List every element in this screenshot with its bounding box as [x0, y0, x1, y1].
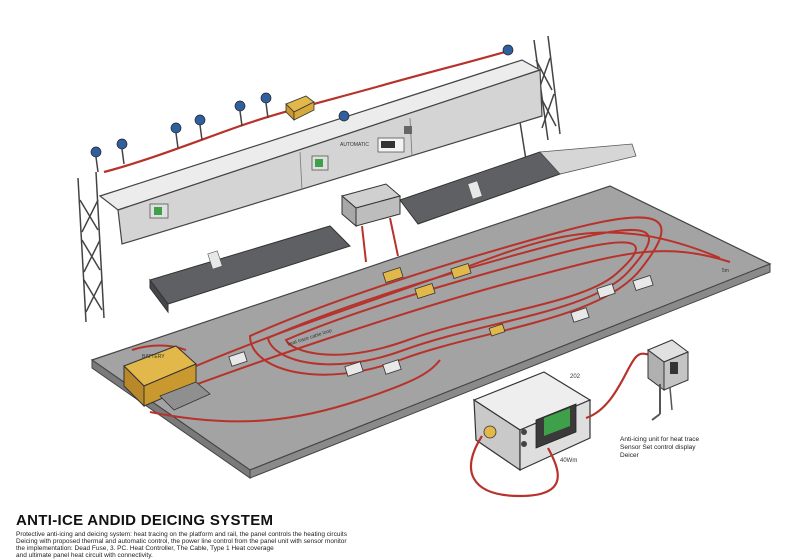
description-line: Protective anti-icing and deicing system…: [16, 531, 347, 538]
valve-knob: [90, 146, 102, 173]
power-adapter: [647, 339, 689, 421]
valve-knob: [234, 100, 246, 127]
callout-line: Deicer: [620, 452, 639, 459]
callout-line: Sensor Set control display: [620, 444, 696, 451]
platform-marker-label: 5m: [722, 268, 729, 274]
panel-label-automatic: AUTOMATIC: [340, 142, 369, 148]
valve-row: [90, 44, 514, 173]
controller-id-label: 202: [570, 374, 581, 380]
junction-box-grey: [344, 361, 364, 377]
valve-knob: [170, 122, 182, 149]
junction-box-yellow: [450, 262, 472, 280]
cable-length-label: 40Wm: [560, 458, 577, 464]
platform-junction-boxes: [228, 262, 654, 377]
description-line: and ultimate panel heat circuit with con…: [16, 552, 153, 559]
battery-box: BATTERY: [123, 345, 211, 411]
valve-knob: [260, 92, 272, 119]
junction-box-yellow: [414, 282, 436, 300]
junction-box-grey: [632, 274, 654, 292]
junction-box-grey: [382, 359, 402, 375]
valve-knob: [502, 44, 514, 56]
overhead-beam: [98, 59, 543, 245]
description-line: Deicing with proposed thermal and automa…: [16, 538, 347, 545]
diagram-title: ANTI-ICE ANDID DEICING SYSTEM: [16, 512, 274, 529]
junction-box-yellow: [382, 266, 404, 284]
central-heater-unit: [340, 183, 402, 263]
junction-box-grey: [596, 283, 616, 299]
battery-label: BATTERY: [142, 354, 165, 360]
beam-control-panel: AUTOMATIC: [149, 126, 412, 219]
junction-box-grey: [570, 307, 590, 323]
beam-junction-box: [285, 95, 315, 121]
description-line: the implementation: Dead Fuse, 3. PC. He…: [16, 545, 274, 552]
controller-cables: [469, 352, 655, 498]
junction-box-yellow: [488, 323, 506, 337]
rail-track: [149, 143, 637, 314]
controller-callout: Anti-icing unit for heat trace Sensor Se…: [620, 436, 699, 460]
valve-knob: [194, 114, 206, 141]
gantry-left-frame: [77, 171, 105, 323]
deicing-controller: 202 40Wm: [472, 371, 592, 472]
valve-knob: [116, 138, 128, 165]
junction-box-grey: [228, 351, 248, 367]
callout-line: Anti-icing unit for heat trace: [620, 436, 700, 443]
valve-knob: [338, 110, 350, 122]
